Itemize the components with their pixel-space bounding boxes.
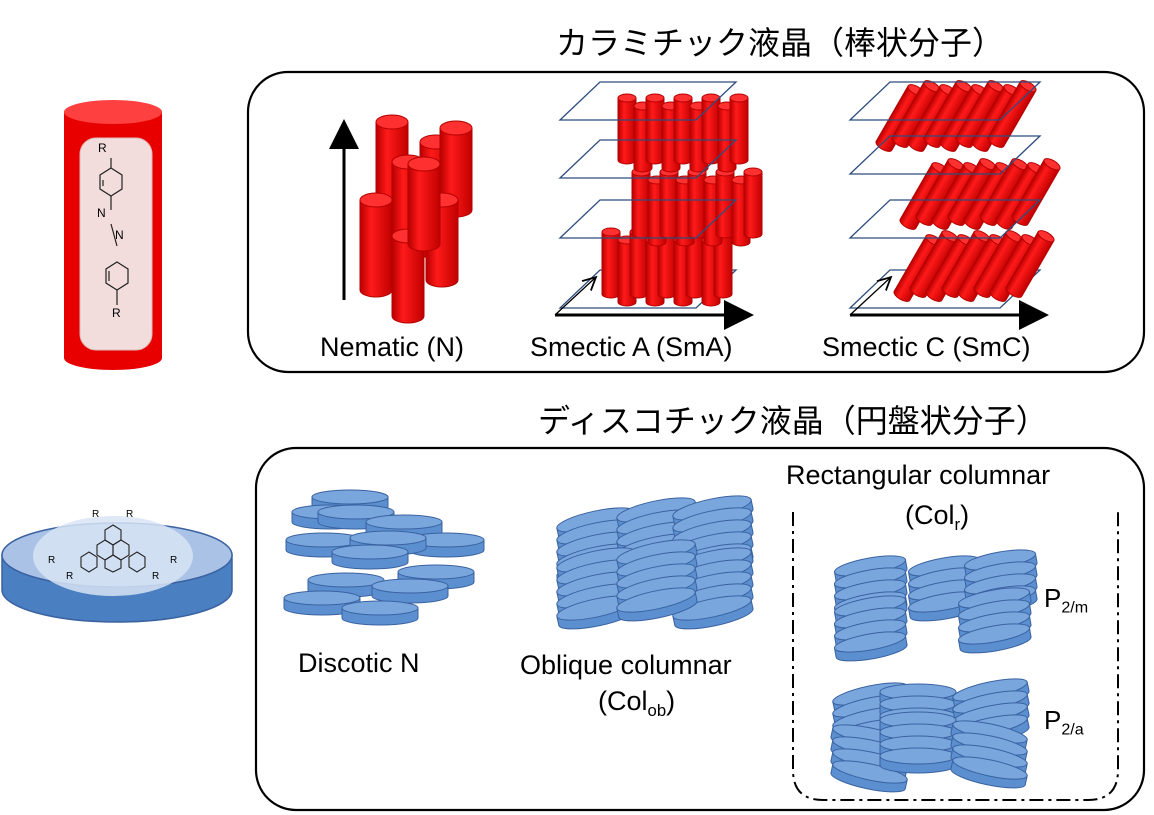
rod (941, 230, 991, 298)
disc (341, 600, 419, 626)
disc-r-4: R (66, 571, 74, 582)
rod (899, 162, 949, 230)
rod (359, 192, 393, 298)
tilted-rod (1005, 230, 1055, 298)
discotic-title: ディスコチック液晶（円盤状分子） (538, 402, 1048, 440)
p2m-label: P2/m (1044, 583, 1089, 617)
rect-p2a-discs (830, 678, 1030, 793)
rect-abbr-label: (Colr) (905, 500, 970, 534)
disc (957, 623, 1032, 654)
calamitic-panel (246, 70, 1146, 374)
smectic-a-structure (554, 81, 763, 330)
disc (830, 760, 908, 793)
rod-n-2: N (115, 228, 124, 242)
disc-r-3: R (48, 555, 56, 566)
rod (923, 80, 973, 148)
p2a-label: P2/a (1044, 705, 1084, 739)
rectangular-columnar-label: Rectangular columnar (786, 460, 1051, 490)
nematic-label: Nematic (N) (320, 332, 465, 362)
smectic-layer-plane (848, 135, 1042, 175)
smectic-c-structure (848, 80, 1061, 330)
disc (833, 631, 908, 662)
rod (729, 93, 749, 165)
rod-r-bottom: R (112, 306, 121, 320)
smectic-layer-plane (558, 81, 738, 121)
disc (407, 532, 485, 558)
oblique-columnar-label: Oblique columnar (520, 650, 732, 680)
disc (331, 544, 409, 570)
rod (979, 158, 1029, 226)
rod (909, 230, 959, 298)
disc (879, 747, 957, 774)
disc-r-6: R (170, 555, 178, 566)
smectic-layer-plane (558, 199, 738, 239)
rectangular-columnar-box (792, 512, 1119, 801)
rod (1005, 230, 1055, 298)
oblique-columnar-discs (556, 495, 754, 630)
disc-r-2: R (126, 509, 134, 520)
rect-p2m-discs (833, 549, 1038, 662)
discotic-n-discs (283, 489, 485, 626)
rod (617, 93, 637, 165)
disc (950, 756, 1028, 789)
tilted-rod (923, 80, 973, 148)
rod-molecule-model (64, 100, 162, 370)
smectic-layer-plane (558, 139, 738, 179)
rod (891, 80, 941, 148)
disc (283, 590, 361, 616)
oblique-abbr-label: (Colob) (598, 686, 676, 720)
rod (715, 167, 735, 239)
rod (673, 93, 693, 165)
smectic-layer-plane (848, 81, 1042, 121)
rod (743, 167, 763, 239)
disc (616, 587, 698, 622)
rod-n-1: N (97, 206, 106, 220)
tilted-rod (1011, 158, 1061, 226)
disc-r-1: R (92, 509, 100, 520)
calamitic-title: カラミチック液晶（棒状分子） (556, 24, 1005, 62)
smectic-a-label: Smectic A (SmA) (530, 332, 733, 362)
axis-arrow-depth (849, 278, 890, 316)
disc-molecule-model (1, 516, 233, 623)
rod (915, 158, 965, 226)
rod (701, 93, 721, 165)
tilted-rod (909, 230, 959, 298)
disc (672, 595, 754, 630)
tilted-rod (947, 158, 997, 226)
smectic-layer-plane (848, 269, 1042, 309)
rod (407, 156, 441, 252)
smectic-c-label: Smectic C (SmC) (822, 332, 1031, 362)
tilted-rod (941, 230, 991, 298)
rod (645, 93, 665, 165)
discotic-n-label: Discotic N (298, 648, 420, 678)
tilted-rod (979, 158, 1029, 226)
tilted-rod (891, 80, 941, 148)
disc-r-5: R (152, 571, 160, 582)
tilted-rod (973, 230, 1023, 298)
rod (947, 158, 997, 226)
rod (1011, 158, 1061, 226)
nematic-rods (359, 114, 473, 324)
disc (371, 578, 449, 604)
tilted-rod (899, 162, 949, 230)
smectic-layer-plane (848, 199, 1042, 239)
rod-r-top: R (98, 141, 107, 155)
discotic-panel (254, 446, 1146, 812)
axis-arrow-depth (554, 278, 595, 316)
rod (973, 230, 1023, 298)
tilted-rod (915, 158, 965, 226)
